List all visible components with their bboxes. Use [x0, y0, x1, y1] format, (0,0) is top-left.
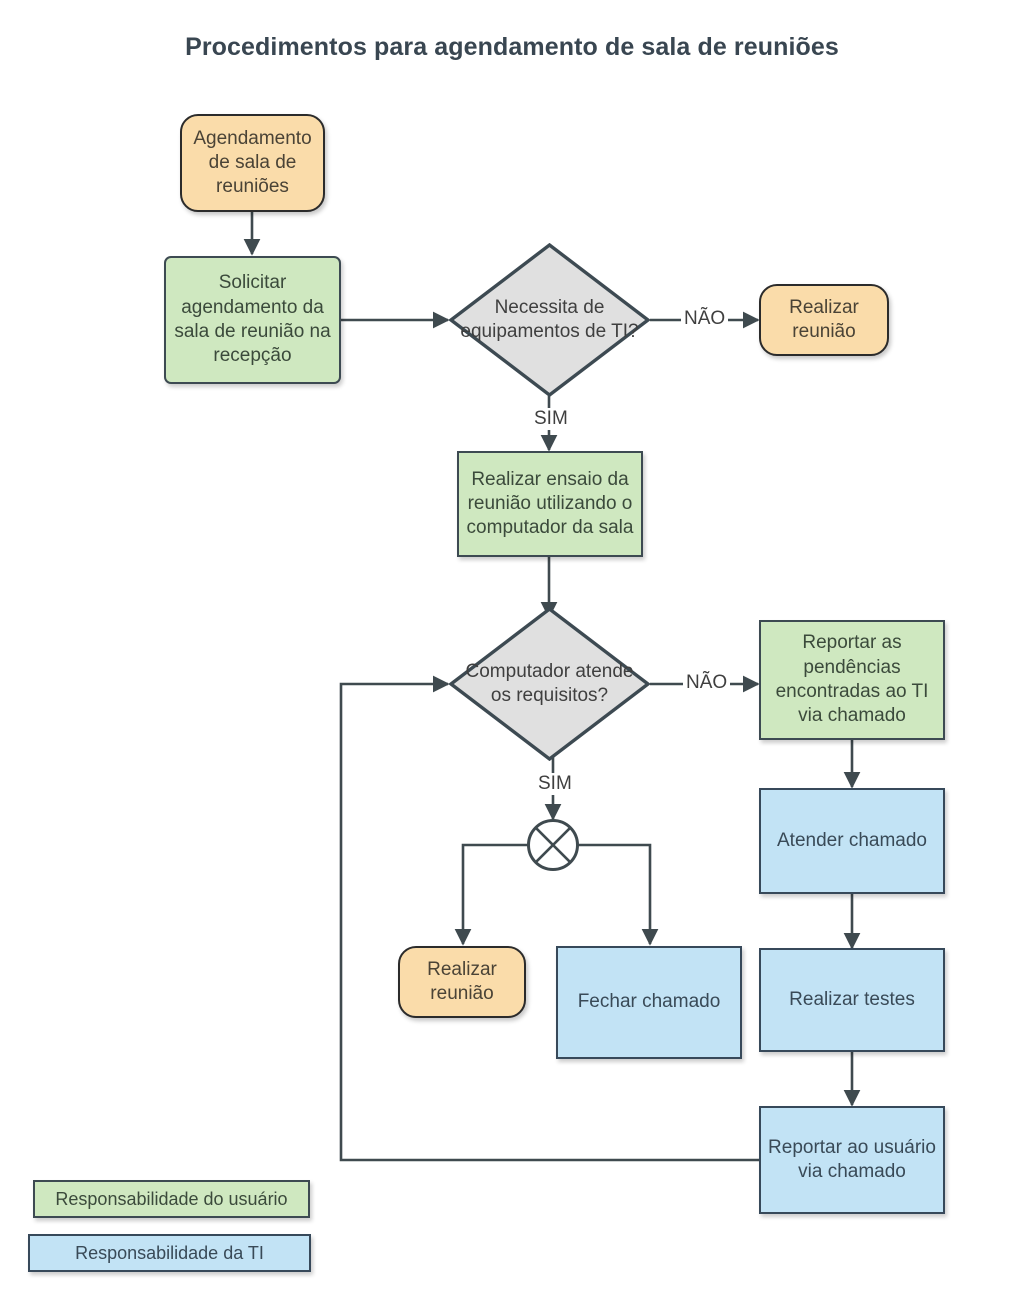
node-solicitar-agendamento[interactable]: Solicitar agendamento da sala de reunião…	[164, 256, 341, 384]
edge-junction-to-fechar-chamado	[578, 843, 659, 946]
legend-item-it: Responsabilidade da TI	[28, 1234, 311, 1272]
node-reportar-pendencias[interactable]: Reportar as pendências encontradas ao TI…	[759, 620, 945, 740]
node-fechar-chamado[interactable]: Fechar chamado	[556, 946, 742, 1059]
circle-cross-icon	[527, 819, 579, 871]
node-realizar-ensaio[interactable]: Realizar ensaio da reunião utilizando o …	[457, 451, 643, 557]
node-atender-chamado[interactable]: Atender chamado	[759, 788, 945, 894]
edge-label-requisitos-nao: NÃO	[683, 672, 731, 694]
node-reportar-usuario[interactable]: Reportar ao usuário via chamado	[759, 1106, 945, 1214]
decision-equipamentos-label: Necessita de equipamentos de TI?	[460, 296, 639, 342]
node-decision-requisitos[interactable]: Computador atende os requisitos?	[449, 607, 650, 761]
decision-requisitos-label: Computador atende os requisitos?	[465, 660, 634, 706]
edge-label-equipamentos-nao: NÃO	[681, 308, 729, 330]
edge-junction-to-realizar-reuniao	[454, 843, 530, 946]
diamond-shape-icon	[449, 243, 650, 397]
node-realizar-testes[interactable]: Realizar testes	[759, 948, 945, 1052]
node-junction-parallel[interactable]	[526, 818, 580, 872]
node-realizar-reuniao-2[interactable]: Realizar reunião	[398, 946, 526, 1018]
node-decision-equipamentos[interactable]: Necessita de equipamentos de TI?	[449, 243, 650, 397]
legend-item-user: Responsabilidade do usuário	[33, 1180, 310, 1218]
edge-label-equipamentos-sim: SIM	[531, 408, 571, 430]
page-title: Procedimentos para agendamento de sala d…	[185, 33, 839, 61]
node-realizar-reuniao-1[interactable]: Realizar reunião	[759, 284, 889, 356]
node-start[interactable]: Agendamento de sala de reuniões	[180, 114, 325, 212]
edge-label-requisitos-sim: SIM	[535, 773, 575, 795]
